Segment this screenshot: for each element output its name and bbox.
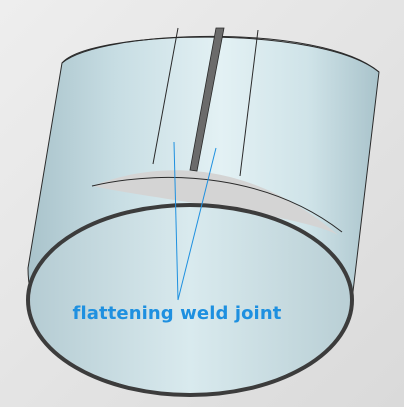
cylinder-interior — [30, 207, 350, 393]
cylinder-bottom-rim — [26, 203, 354, 397]
weld-joint-label: flattening weld joint — [72, 303, 282, 324]
inner-rim-edge — [91, 176, 343, 233]
leader-line-left — [173, 141, 179, 301]
weld-strip-right — [239, 29, 259, 177]
cylinder-inner-back-wall — [92, 170, 338, 235]
weld-strip-left — [152, 27, 179, 165]
cylinder-top-edge — [61, 35, 380, 73]
weld-gap — [189, 27, 225, 172]
leader-line-right — [177, 147, 217, 301]
